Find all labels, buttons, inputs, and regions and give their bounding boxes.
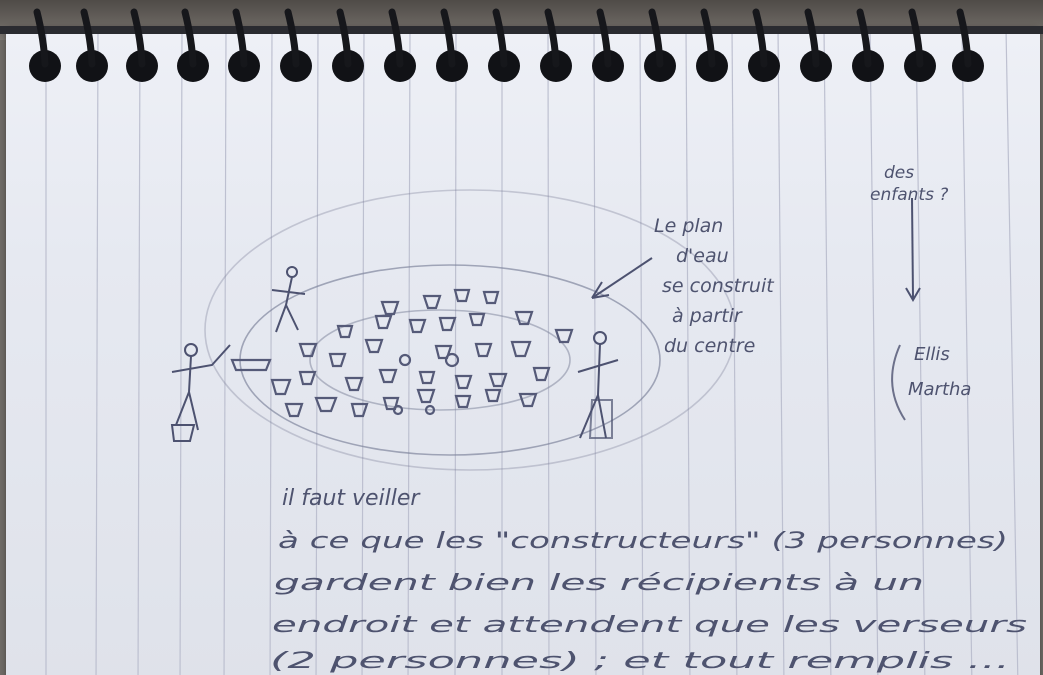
page-ruling: [45, 28, 1019, 675]
arrow-note-line-2: d'eau: [676, 245, 729, 267]
side-note-line-1: Ellis: [914, 344, 950, 365]
arrow-note-line-1: Le plan: [654, 215, 723, 237]
stick-figures: [170, 266, 619, 442]
main-text-line-2: à ce que les "constructeurs" (3 personne…: [278, 529, 1008, 554]
main-text-line-4: endroit et attendent que les verseurs: [272, 613, 1027, 638]
arrow-note-line-4: à partir: [672, 305, 743, 327]
corner-note-line-2: enfants ?: [870, 185, 948, 205]
corner-note-line-1: des: [884, 163, 914, 183]
arrow-note-line-5: du centre: [664, 335, 755, 357]
main-text-line-1: il faut veiller: [282, 486, 421, 511]
pencil-handwriting: des enfants ? Le plan d'eau se construit…: [270, 163, 1027, 674]
notebook-page: [6, 28, 1040, 675]
arrow-note-line-3: se construit: [662, 275, 775, 297]
side-note-line-2: Martha: [908, 379, 971, 400]
main-text-line-3: gardent bien les récipients à un: [274, 571, 924, 596]
spiral-binding: [0, 8, 1043, 82]
arrows: [591, 197, 921, 421]
main-text-line-5: (2 personnes) ; et tout remplis ...: [270, 649, 1010, 674]
containers-sketch: [230, 288, 574, 418]
